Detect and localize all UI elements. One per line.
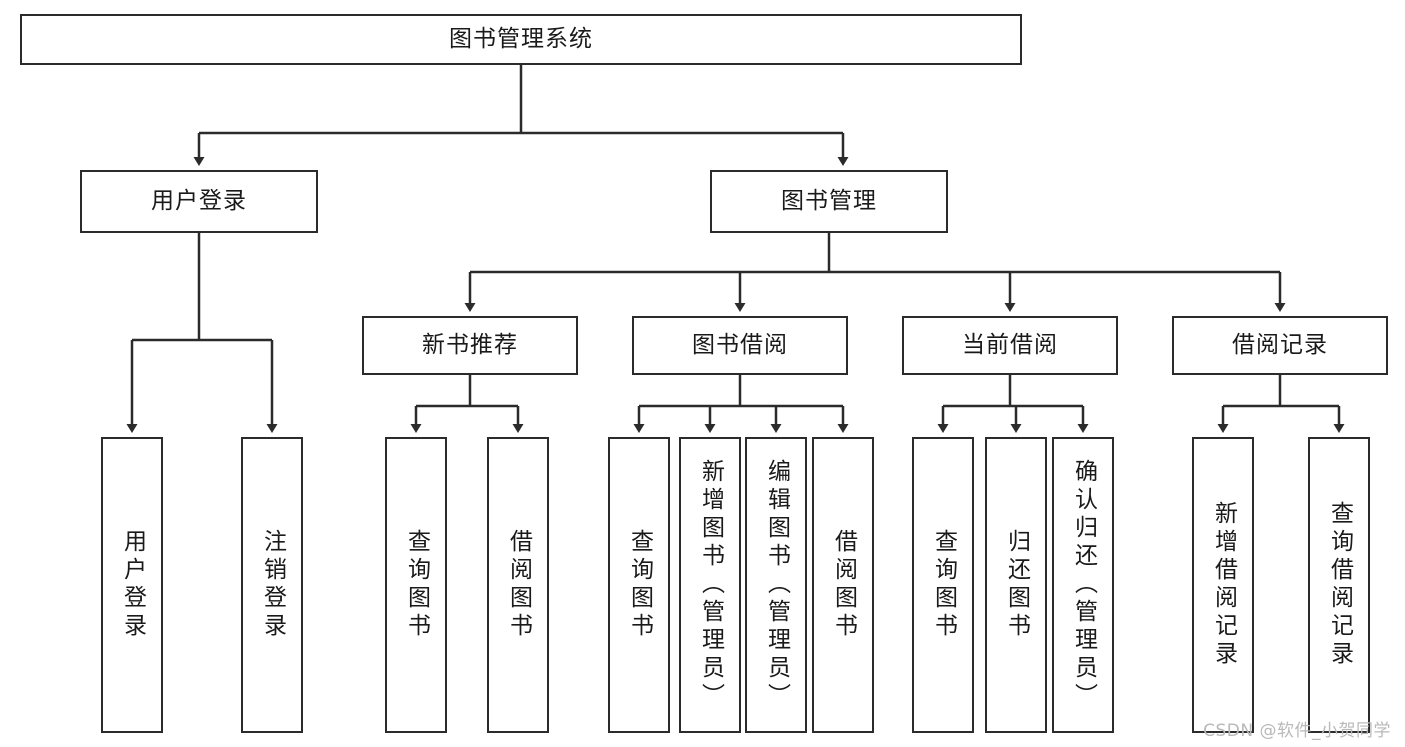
node-leaf-confirm-return-admin[interactable]: 确认归还（管理员） <box>1052 437 1114 733</box>
node-label: 编辑图书（管理员） <box>763 459 790 711</box>
node-root-system[interactable]: 图书管理系统 <box>20 14 1022 65</box>
node-label: 图书管理系统 <box>449 25 593 52</box>
connector-recommend-to-leaves <box>410 375 524 433</box>
connector-current-to-leaves <box>937 375 1089 433</box>
connector-root-to-level2 <box>193 65 849 166</box>
node-leaf-return-book[interactable]: 归还图书 <box>985 437 1047 733</box>
node-leaf-edit-book-admin[interactable]: 编辑图书（管理员） <box>745 437 807 733</box>
node-book-borrow[interactable]: 图书借阅 <box>632 316 848 375</box>
node-label: 新增借阅记录 <box>1210 501 1237 669</box>
connector-userlogin-to-leaves <box>126 233 278 433</box>
node-book-manage[interactable]: 图书管理 <box>710 170 948 233</box>
node-label: 查询图书 <box>930 529 957 641</box>
node-leaf-query-book-current[interactable]: 查询图书 <box>912 437 974 733</box>
node-leaf-logout[interactable]: 注销登录 <box>241 437 303 733</box>
node-label: 新增图书（管理员） <box>697 459 724 711</box>
node-label: 归还图书 <box>1003 529 1030 641</box>
node-leaf-query-book-recommend[interactable]: 查询图书 <box>385 437 447 733</box>
node-leaf-add-book-admin[interactable]: 新增图书（管理员） <box>679 437 741 733</box>
node-leaf-user-login[interactable]: 用户登录 <box>101 437 163 733</box>
node-leaf-borrow-book-recommend[interactable]: 借阅图书 <box>487 437 549 733</box>
node-leaf-query-book-borrow[interactable]: 查询图书 <box>608 437 670 733</box>
node-new-book-recommend[interactable]: 新书推荐 <box>362 316 578 375</box>
node-leaf-query-borrow-record[interactable]: 查询借阅记录 <box>1308 437 1370 733</box>
node-label: 借阅图书 <box>830 529 857 641</box>
connector-record-to-leaves <box>1217 375 1345 433</box>
node-label: 借阅图书 <box>505 529 532 641</box>
node-label: 注销登录 <box>259 529 286 641</box>
node-leaf-borrow-book[interactable]: 借阅图书 <box>812 437 874 733</box>
node-label: 图书管理 <box>781 187 877 214</box>
node-label: 借阅记录 <box>1232 331 1328 358</box>
node-current-borrow[interactable]: 当前借阅 <box>902 316 1118 375</box>
node-leaf-add-borrow-record[interactable]: 新增借阅记录 <box>1192 437 1254 733</box>
node-label: 图书借阅 <box>692 331 788 358</box>
node-label: 新书推荐 <box>422 331 518 358</box>
node-user-login[interactable]: 用户登录 <box>80 170 318 233</box>
node-borrow-record[interactable]: 借阅记录 <box>1172 316 1388 375</box>
connector-bookmanage-to-level3 <box>464 233 1286 312</box>
node-label: 查询图书 <box>626 529 653 641</box>
node-label: 用户登录 <box>119 529 146 641</box>
node-label: 查询借阅记录 <box>1326 501 1353 669</box>
connector-borrow-to-leaves <box>633 375 849 433</box>
node-label: 用户登录 <box>151 187 247 214</box>
node-label: 当前借阅 <box>962 331 1058 358</box>
csdn-watermark: CSDN @软件_小贺同学 <box>1203 721 1391 741</box>
node-label: 确认归还（管理员） <box>1070 459 1097 711</box>
node-label: 查询图书 <box>403 529 430 641</box>
